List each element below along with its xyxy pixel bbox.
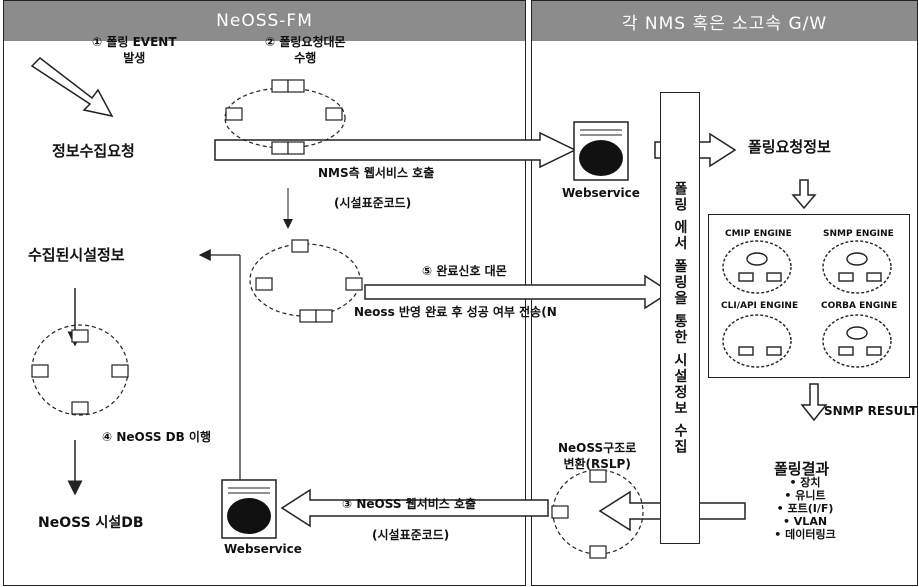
polling-collection-label: 폴링 에서 폴링을 통한 시설정보 수집 [670,93,690,543]
result-item: • VLAN [740,515,870,528]
nms-call-label: NMS측 웹서비스 호출 [318,164,434,181]
left-webservice-icon [220,478,278,540]
snmp-result-label: SNMP RESULT [824,404,917,418]
result-item: • 데이터링크 [740,528,870,541]
engine-label-cli: CLI/API ENGINE [721,301,798,311]
result-msg-label: Neoss 반영 완료 후 성공 여부 전송(N [354,303,557,320]
left-webservice-label: Webservice [224,542,302,556]
event-arrow [32,58,112,116]
step4-label: ④ NeOSS DB 이행 [102,428,211,445]
down-arrow-polling [793,180,815,208]
step1-label: ① 폴링 EVENT 발생 [92,34,177,66]
polling-result-list: • 장치 • 유니트 • 포트(I/F) • VLAN • 데이터링크 [740,476,870,541]
result-item: • 장치 [740,476,870,489]
code-bottom-label: (시설표준코드) [372,526,449,543]
request-to-nms-arrow [215,133,575,167]
engine-label-cmip: CMIP ENGINE [725,229,792,239]
result-item: • 포트(I/F) [740,502,870,515]
polling-collection-bar: 폴링 에서 폴링을 통한 시설정보 수집 [660,92,700,544]
cycle-db-migration [32,325,128,415]
convert-label: NeOSS구조로 변환(RSLP) [558,440,636,472]
polling-info-label: 폴링요청정보 [748,136,831,157]
right-webservice-icon [572,120,630,182]
down-arrow-snmp [802,384,826,420]
right-webservice-label: Webservice [562,186,640,200]
step5-label: ⑤ 완료신호 대몬 [422,262,507,279]
info-request-label: 정보수집요청 [52,140,135,161]
neoss-db-label: NeOSS 시설DB [38,512,144,532]
step2-label: ② 폴링요청대몬 수행 [265,34,346,66]
code-top-label: (시설표준코드) [334,194,411,211]
collected-info-label: 수집된시설정보 [28,244,125,265]
result-item: • 유니트 [740,489,870,502]
cycle-completion-daemon [250,240,362,322]
engine-label-corba: CORBA ENGINE [821,301,897,311]
engine-label-snmp: SNMP ENGINE [823,229,894,239]
step3-label: ③ NeOSS 웹서비스 호출 [342,495,476,512]
engine-box: CMIP ENGINE SNMP ENGINE CLI/API ENGINE C… [708,214,910,378]
